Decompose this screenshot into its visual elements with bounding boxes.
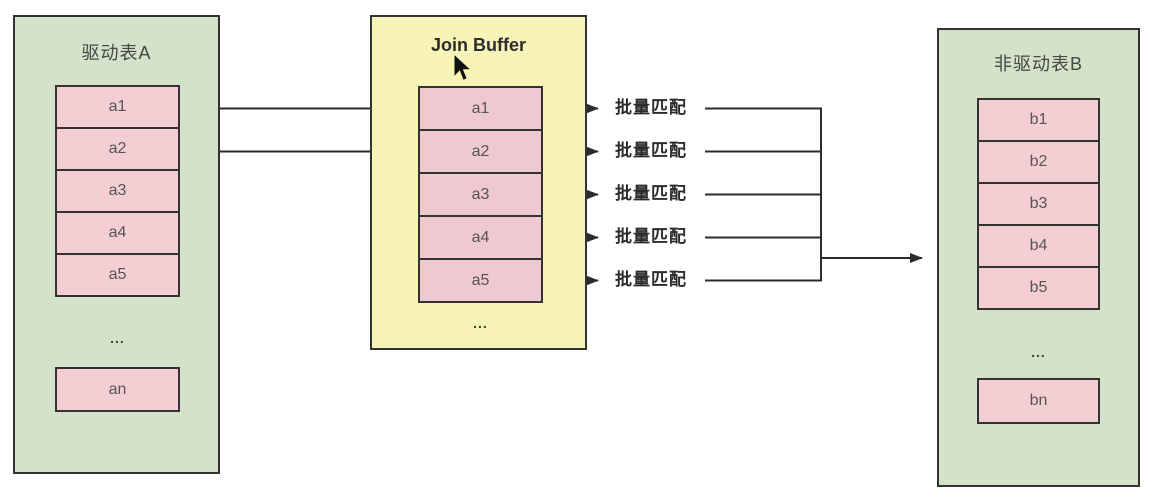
join-buffer: Join Buffer a1 a2 a3 a4 a5 ...: [370, 15, 587, 350]
non-driving-table-title: 非驱动表B: [993, 54, 1083, 74]
batch-match-label: 批量匹配: [615, 184, 687, 203]
buffer-row: a1: [418, 86, 543, 131]
batch-match-label: 批量匹配: [615, 98, 687, 117]
ellipsis: ...: [1031, 344, 1046, 360]
table-row: a2: [55, 127, 180, 171]
ellipsis: ...: [473, 315, 488, 331]
table-row: b2: [977, 140, 1100, 184]
table-row: an: [55, 367, 180, 412]
table-row: a5: [55, 253, 180, 297]
table-row: bn: [977, 378, 1100, 424]
table-row: b3: [977, 182, 1100, 226]
join-buffer-title: Join Buffer: [430, 35, 526, 55]
table-row: b4: [977, 224, 1100, 268]
table-row: a4: [55, 211, 180, 255]
buffer-row: a4: [418, 215, 543, 260]
mouse-cursor-icon: [453, 53, 473, 82]
driving-table-title: 驱动表A: [81, 43, 152, 63]
ellipsis: ...: [110, 330, 125, 346]
batch-match-label: 批量匹配: [615, 270, 687, 289]
buffer-row: a5: [418, 258, 543, 303]
table-row: a1: [55, 85, 180, 129]
buffer-row: a3: [418, 172, 543, 217]
table-row: b1: [977, 98, 1100, 142]
table-row: a3: [55, 169, 180, 213]
buffer-row: a2: [418, 129, 543, 174]
non-driving-table: 非驱动表B b1 b2 b3 b4 b5 ... bn: [937, 28, 1140, 487]
batch-match-label: 批量匹配: [615, 227, 687, 246]
driving-table: 驱动表A a1 a2 a3 a4 a5 ... an: [13, 15, 220, 474]
table-row: b5: [977, 266, 1100, 310]
batch-match-label: 批量匹配: [615, 141, 687, 160]
